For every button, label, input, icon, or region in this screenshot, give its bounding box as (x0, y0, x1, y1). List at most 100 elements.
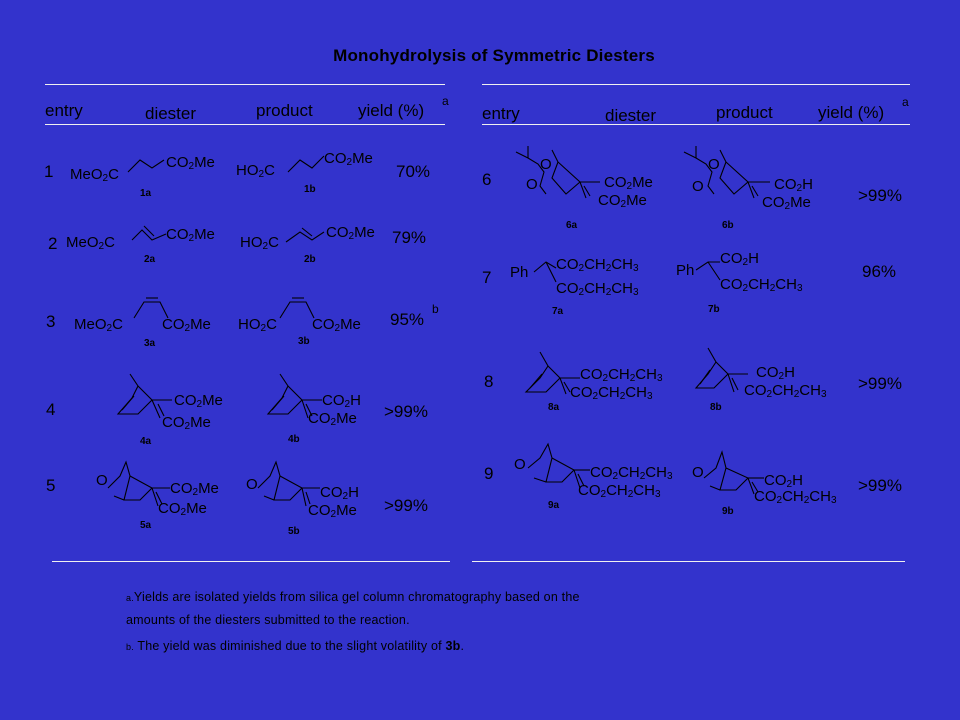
diester-label: 5a (140, 520, 152, 531)
diester-group: CO2Me (170, 480, 219, 498)
header-entry-right: entry (482, 104, 520, 123)
product-group: O (692, 178, 704, 195)
entry-number: 8 (484, 372, 494, 391)
diester-group: CO2Me (166, 154, 215, 172)
bond-7a (533, 261, 557, 273)
bond-5a (107, 460, 170, 507)
bond-2a (131, 229, 167, 241)
bond-2b (285, 231, 325, 243)
entry-number: 3 (46, 312, 56, 331)
product-label: 7b (708, 304, 720, 315)
diester-group: CO2CH2CH3 (580, 366, 663, 384)
entry-number: 9 (484, 464, 494, 483)
header-yield-text: yield (%) (358, 101, 425, 120)
product-label: 8b (710, 402, 722, 413)
diester-group: O (540, 156, 552, 173)
header-yield-right: yield (%) (818, 103, 885, 122)
product-group: CO2H (322, 392, 361, 410)
product-group: CO2CH2CH3 (754, 488, 837, 506)
bond-4a (116, 373, 172, 419)
diester-group: MeO2C (66, 234, 115, 252)
bond-9a (527, 442, 590, 489)
diester-group: CO2Me (598, 192, 647, 210)
footnote-b-text: The yield was diminished due to the slig… (137, 639, 446, 653)
product-label: 1b (304, 184, 316, 195)
yield-value: 70% (396, 162, 431, 181)
header-yield-sup: a (442, 94, 449, 108)
diester-label: 3a (144, 338, 156, 349)
diester-group: CO2CH2CH3 (578, 482, 661, 500)
diester-label: 1a (140, 188, 152, 199)
yield-value: 79% (392, 228, 427, 247)
right-top-rule (482, 84, 910, 85)
bond-7b (695, 261, 720, 271)
product-group: CO2Me (762, 194, 811, 212)
diester-group: CO2Me (162, 414, 211, 432)
diester-label: 8a (548, 402, 560, 413)
entry-number: 4 (46, 400, 56, 419)
product-group: HO2C (240, 234, 279, 252)
product-group: CO2CH2CH3 (720, 276, 803, 294)
diester-group: CO2CH2CH3 (556, 256, 639, 274)
footnote-b-mark: b. (126, 642, 134, 652)
footnote-b-end: . (460, 639, 465, 653)
header-entry: entry (45, 101, 83, 120)
diester-group: CO2CH2CH3 (556, 280, 639, 298)
product-group: CO2H (720, 250, 759, 268)
bond-1b (287, 155, 325, 173)
entry-number: 1 (44, 162, 54, 181)
footnote-a-continued: amounts of the diesters submitted to the… (126, 613, 410, 627)
bond-4b (266, 373, 322, 419)
product-group: CO2H (774, 176, 813, 194)
product-group: CO2Me (308, 502, 357, 520)
diester-label: 9a (548, 500, 560, 511)
bond-5b (257, 460, 320, 507)
diester-group: CO2CH2CH3 (570, 384, 653, 402)
product-group: CO2Me (312, 316, 361, 334)
entry-number: 5 (46, 476, 56, 495)
bond-8a (524, 351, 580, 395)
header-yield: yield (%) (358, 101, 424, 121)
footnote-a-line1: Yields are isolated yields from silica g… (133, 590, 580, 604)
product-group: CO2H (764, 472, 803, 490)
product-label: 2b (304, 254, 316, 265)
entry-number: 2 (48, 234, 58, 253)
header-diester-right: diester (605, 106, 657, 125)
diester-group: O (514, 456, 526, 473)
product-group: CO2CH2CH3 (744, 382, 827, 400)
product-group: O (708, 156, 720, 173)
diester-group: Ph (510, 264, 529, 281)
bond-1a (127, 159, 165, 173)
header-diester: diester (145, 104, 197, 123)
diester-label: 7a (552, 306, 564, 317)
yield-value: >99% (858, 476, 902, 495)
entry-number: 7 (482, 268, 492, 287)
header-product: product (256, 101, 313, 120)
product-group: HO2C (238, 316, 277, 334)
diester-group: CO2Me (174, 392, 223, 410)
yield-value: >99% (384, 402, 428, 421)
bond-8b (694, 347, 748, 393)
product-group: O (246, 476, 258, 493)
footnote-b: b. The yield was diminished due to the s… (126, 635, 464, 659)
bond-9b (703, 450, 764, 495)
product-group: O (692, 464, 704, 481)
product-group: CO2Me (324, 150, 373, 168)
product-label: 3b (298, 336, 310, 347)
header-product-right: product (716, 103, 773, 122)
diester-label: 6a (566, 220, 578, 231)
footnote-a-mark: a. (126, 593, 134, 603)
diester-label: 4a (140, 436, 152, 447)
left-header-rule (45, 124, 445, 125)
diester-group: O (96, 472, 108, 489)
diester-group: CO2CH2CH3 (590, 464, 673, 482)
diester-group: CO2Me (166, 226, 215, 244)
footnote-a: a.Yields are isolated yields from silica… (126, 586, 580, 610)
page-title: Monohydrolysis of Symmetric Diesters (333, 46, 655, 65)
right-header-rule (482, 124, 910, 125)
yield-footnote-mark: b (432, 302, 439, 316)
product-group: CO2H (756, 364, 795, 382)
left-top-rule (45, 84, 445, 85)
footnote-b-compound: 3b (445, 639, 461, 653)
